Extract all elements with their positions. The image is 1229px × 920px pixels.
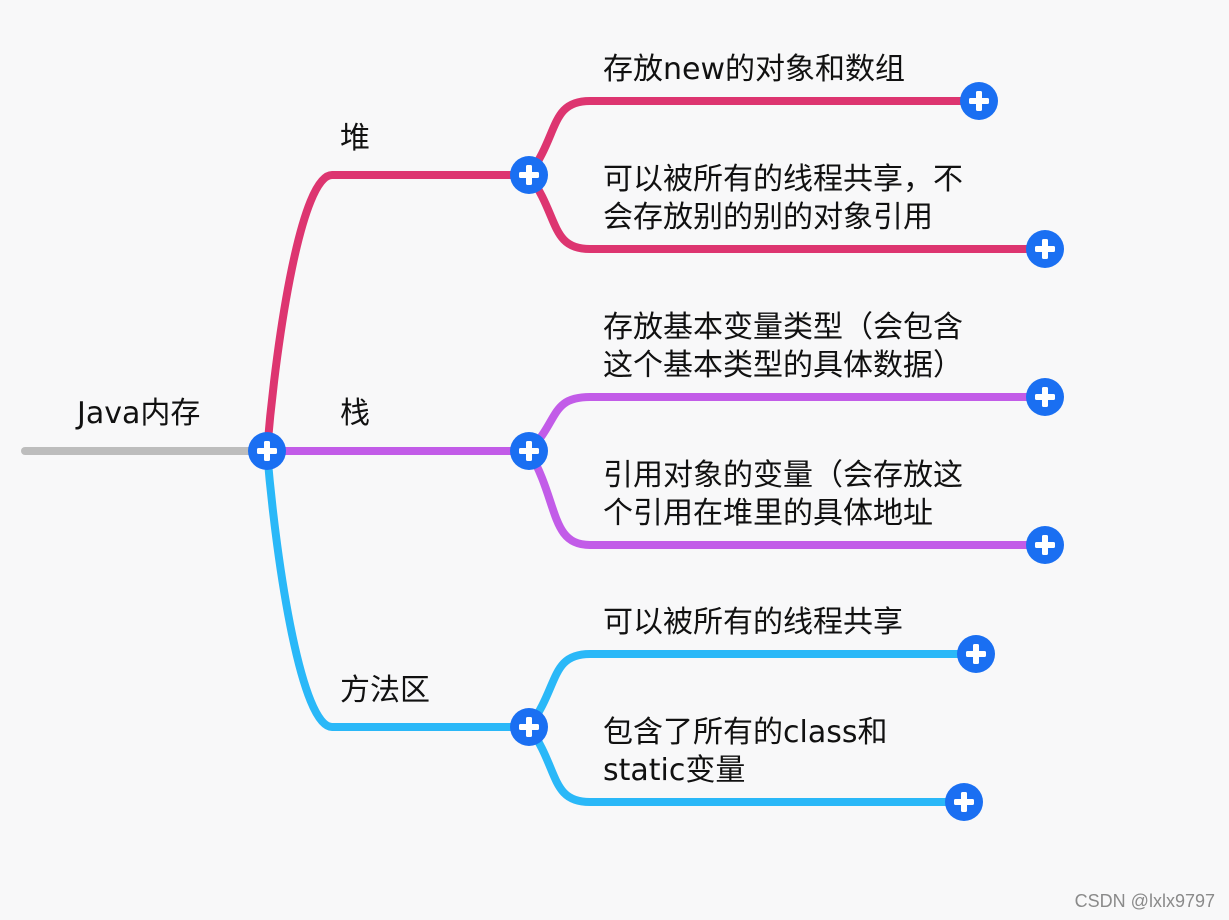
leaf-expand-button-2-0[interactable] [957,635,995,673]
leaf-expand-button-0-1-bar-v [1042,239,1048,259]
branch-label-0: 堆 [340,121,370,156]
branch-expand-button-0-bar-v [526,165,532,185]
leaf-text-2-1-1: static变量 [603,753,745,788]
branch-expand-button-1[interactable] [510,432,548,470]
leaf-text-1-1-1: 个引用在堆里的具体地址 [603,496,933,531]
leaf-expand-button-2-1-bar-v [961,792,967,812]
leaf-text-1-1-0: 引用对象的变量（会存放这 [603,458,963,493]
leaf-text-2-0-0: 可以被所有的线程共享 [603,605,903,640]
leaf-expand-button-1-1[interactable] [1026,526,1064,564]
root-expand-button[interactable] [248,432,286,470]
branch-expand-button-0[interactable] [510,156,548,194]
leaf-expand-button-0-0-bar-v [976,91,982,111]
branch-expand-button-2-bar-v [526,717,532,737]
leaf-text-0-0-0: 存放new的对象和数组 [603,52,905,87]
branch-expand-button-2[interactable] [510,708,548,746]
mindmap-labels: Java内存 堆 存放new的对象和数组可以被所有的线程共享，不会存放别的别的对象引… [75,52,963,788]
leaf-text-0-1-1: 会存放别的别的对象引用 [603,200,933,235]
leaf-text-2-1-0: 包含了所有的class和 [603,715,887,750]
leaf-expand-button-0-1[interactable] [1026,230,1064,268]
leaf-expand-button-1-0-bar-v [1042,387,1048,407]
leaf-expand-button-2-0-bar-v [973,644,979,664]
leaf-text-0-1-0: 可以被所有的线程共享，不 [603,162,963,197]
leaf-link-1-0 [525,393,1049,455]
watermark: CSDN @lxlx9797 [1074,891,1215,911]
leaf-text-1-0-1: 这个基本类型的具体数据） [603,348,963,383]
branch-expand-button-1-bar-v [526,441,532,461]
mindmap-expand-buttons [248,82,1064,821]
branch-label-2: 方法区 [340,673,430,708]
branch-link-2 [263,447,533,731]
leaf-expand-button-1-1-bar-v [1042,535,1048,555]
branch-label-1: 栈 [340,396,370,431]
root-expand-button-bar-v [264,441,270,461]
leaf-text-1-0-0: 存放基本变量类型（会包含 [603,310,963,345]
leaf-expand-button-2-1[interactable] [945,783,983,821]
leaf-link-1-1 [525,447,1049,549]
branch-link-0 [263,171,533,455]
root-label: Java内存 [75,396,200,431]
leaf-expand-button-1-0[interactable] [1026,378,1064,416]
leaf-expand-button-0-0[interactable] [960,82,998,120]
